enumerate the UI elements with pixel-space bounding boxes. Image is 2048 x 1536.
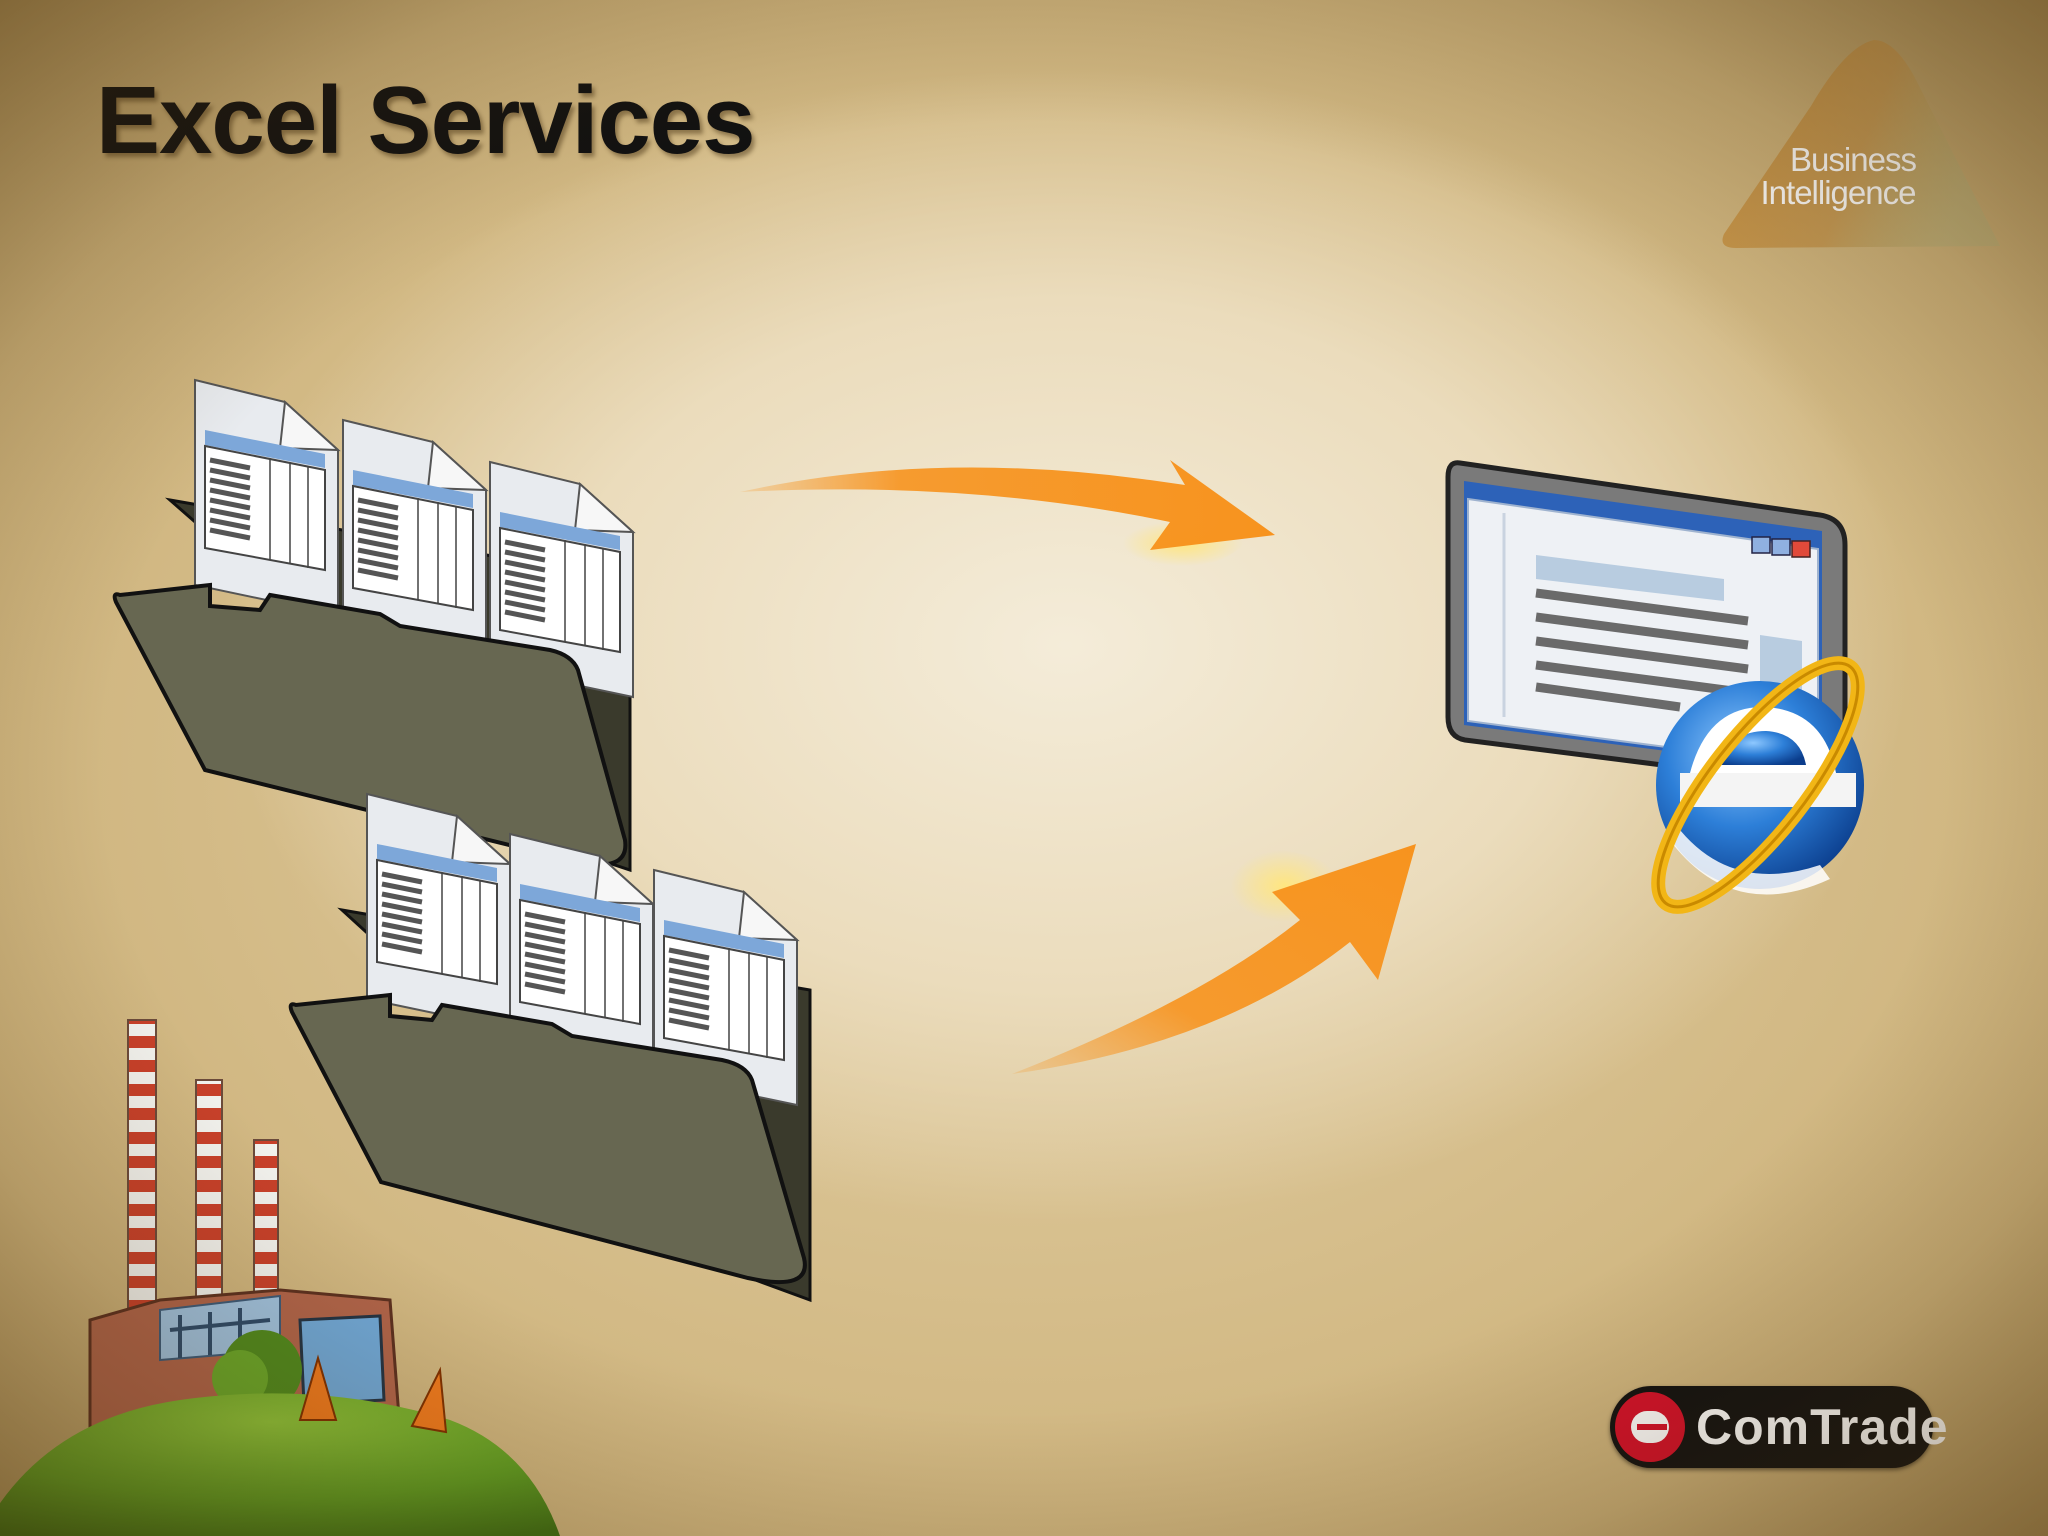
spreadsheet-doc-icon — [342, 418, 489, 657]
spreadsheet-doc-icon — [653, 868, 800, 1107]
slide-title: Excel Services — [96, 67, 756, 174]
minimize-icon — [1751, 536, 1771, 554]
browser-window-icon — [1445, 460, 1865, 914]
factory-illustration — [0, 1019, 560, 1536]
comtrade-logo-icon — [1615, 1392, 1685, 1462]
folder-front — [288, 992, 807, 1285]
spreadsheet-doc-icon — [366, 792, 513, 1031]
traffic-cone — [298, 1354, 338, 1421]
badge-line-intelligence: Intelligence — [1760, 174, 1917, 211]
comtrade-logo: ComTrade — [1610, 1386, 1948, 1468]
traffic-cone — [410, 1366, 448, 1434]
arrow-icon — [1012, 844, 1416, 1074]
internet-explorer-icon — [1651, 656, 1865, 914]
comtrade-logo-text: ComTrade — [1696, 1399, 1949, 1455]
close-icon — [1791, 540, 1811, 558]
spreadsheet-doc-icon — [489, 460, 636, 699]
folder-front — [112, 582, 628, 867]
chimney — [127, 1019, 157, 1331]
hill — [0, 1393, 560, 1536]
arrow-icon — [740, 460, 1275, 575]
badge-line-business: Business — [1790, 141, 1917, 178]
spreadsheet-folder-icon — [288, 792, 812, 1303]
business-intelligence-badge — [1722, 40, 2000, 248]
spreadsheet-doc-icon — [509, 832, 656, 1071]
spreadsheet-folder-icon — [112, 378, 636, 873]
chimney — [195, 1079, 223, 1331]
spreadsheet-doc-icon — [194, 378, 341, 617]
maximize-icon — [1771, 538, 1791, 556]
